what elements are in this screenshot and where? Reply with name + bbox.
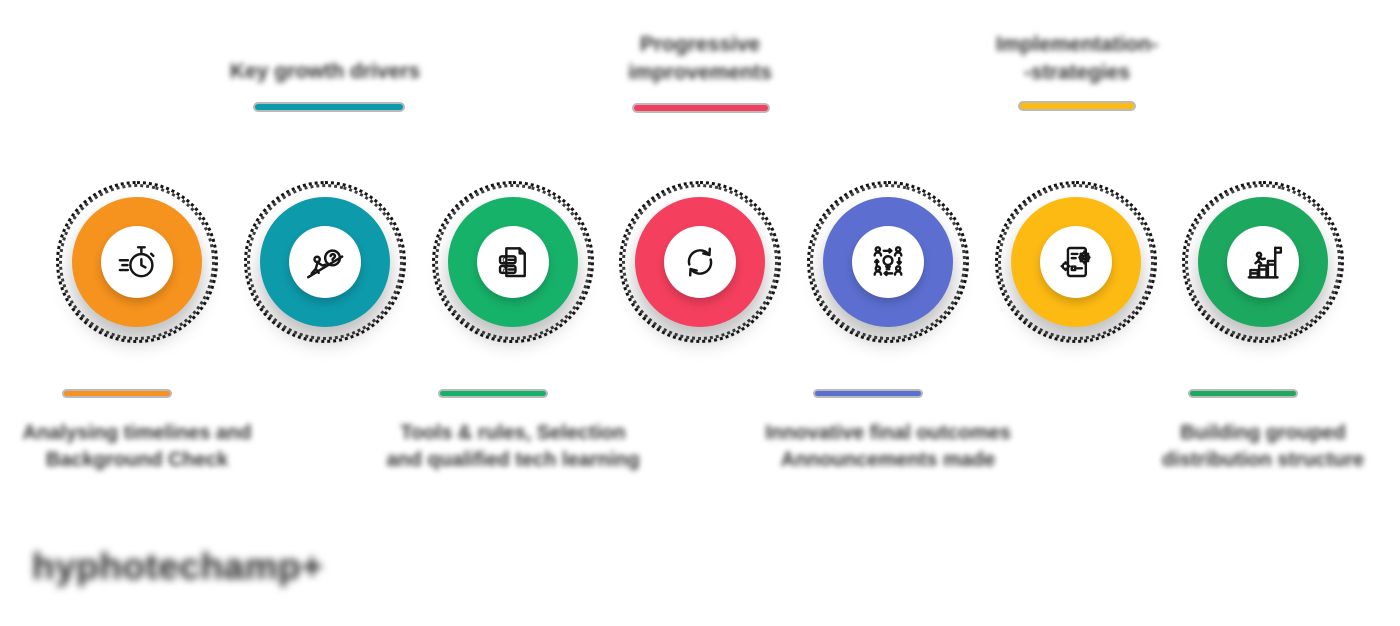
step-3-caption-line2: and qualified tech learning [386, 449, 640, 471]
step-1-circle [56, 181, 218, 343]
step-3-caption: Tools & rules, Selection and qualified t… [368, 420, 658, 474]
step-2-disc [260, 197, 390, 327]
step-2-core [289, 226, 361, 298]
step-7-disc [1198, 197, 1328, 327]
step-2-title-underline [255, 104, 403, 110]
step-5-caption-line1: Innovative final outcomes [765, 422, 1011, 444]
step-7-caption-topline [1190, 391, 1296, 396]
step-6-circle [995, 181, 1157, 343]
achievement-stairs-icon [1247, 246, 1283, 279]
uphill-challenge-icon [306, 249, 344, 279]
step-5-disc [823, 197, 953, 327]
step-2-title-line1: Key growth drivers [229, 60, 421, 83]
step-1-disc [72, 197, 202, 327]
step-6-title-underline [1020, 103, 1134, 109]
step-1-core [101, 226, 173, 298]
step-3-core: Q A [477, 226, 549, 298]
step-6-disc [1011, 197, 1141, 327]
step-4-core [664, 226, 736, 298]
step-6-title-line2: -strategies [1023, 61, 1131, 84]
step-7-circle [1182, 181, 1344, 343]
step-5-caption-line2: Announcements made [780, 449, 996, 471]
svg-text:Q: Q [502, 257, 507, 264]
step-5-circle [807, 181, 969, 343]
step-1-caption-topline [64, 391, 170, 396]
step-1-caption-line2: Background Check [45, 449, 229, 471]
step-5-core [852, 226, 924, 298]
step-1-caption-line1: Analysing timelines and [22, 422, 252, 444]
step-4-title-underline [634, 105, 768, 111]
step-7-caption-line2: distribution structure [1161, 449, 1365, 471]
team-brainstorm-icon [873, 246, 903, 277]
step-2-title: Key growth drivers [195, 58, 455, 86]
step-4-title-line2: improvements [628, 61, 772, 84]
step-4-circle [619, 181, 781, 343]
step-6-core [1040, 226, 1112, 298]
qa-document-icon: Q A [498, 247, 526, 278]
step-6-title-line1: Implementation- [995, 33, 1159, 56]
process-gear-document-icon [1060, 246, 1091, 278]
step-3-circle: Q A [432, 181, 594, 343]
step-5-caption: Innovative final outcomes Announcements … [743, 420, 1033, 474]
step-4-title: Progressive improvements [570, 31, 830, 87]
step-5-caption-topline [815, 391, 921, 396]
step-1-caption: Analysing timelines and Background Check [0, 420, 282, 474]
step-6-title: Implementation- -strategies [947, 31, 1207, 87]
step-7-core [1227, 226, 1299, 298]
step-7-caption: Building grouped distribution structure [1118, 420, 1400, 474]
step-4-disc [635, 197, 765, 327]
step-2-circle [244, 181, 406, 343]
step-3-caption-line1: Tools & rules, Selection [400, 422, 626, 444]
brand-logo: hyphotechamp+ [32, 546, 324, 587]
sync-arrows-icon [687, 247, 713, 277]
step-7-caption-line1: Building grouped [1180, 422, 1346, 444]
step-3-caption-topline [440, 391, 546, 396]
step-4-title-line1: Progressive [639, 33, 761, 56]
stopwatch-icon [118, 246, 155, 278]
step-3-disc: Q A [448, 197, 578, 327]
svg-text:A: A [503, 266, 508, 273]
